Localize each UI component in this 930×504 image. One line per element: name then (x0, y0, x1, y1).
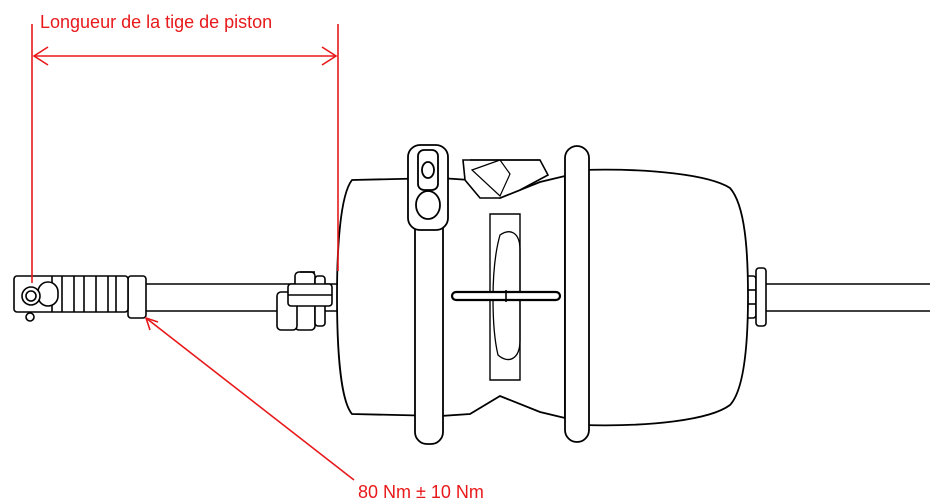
rod-lock-nut (276, 271, 333, 331)
rod-length-dimension (31, 24, 339, 283)
torque-leader (144, 316, 355, 481)
top-inlet-port (462, 159, 550, 199)
right-shaft (765, 283, 930, 312)
rod-length-label: Longueur de la tige de piston (40, 12, 272, 32)
torque-label: 80 Nm ± 10 Nm (358, 482, 484, 502)
clevis (13, 275, 147, 322)
center-split-bar (450, 290, 562, 302)
rear-chamber (581, 168, 749, 427)
clamp-band-right (564, 145, 590, 443)
clamp-band-left (407, 144, 449, 445)
